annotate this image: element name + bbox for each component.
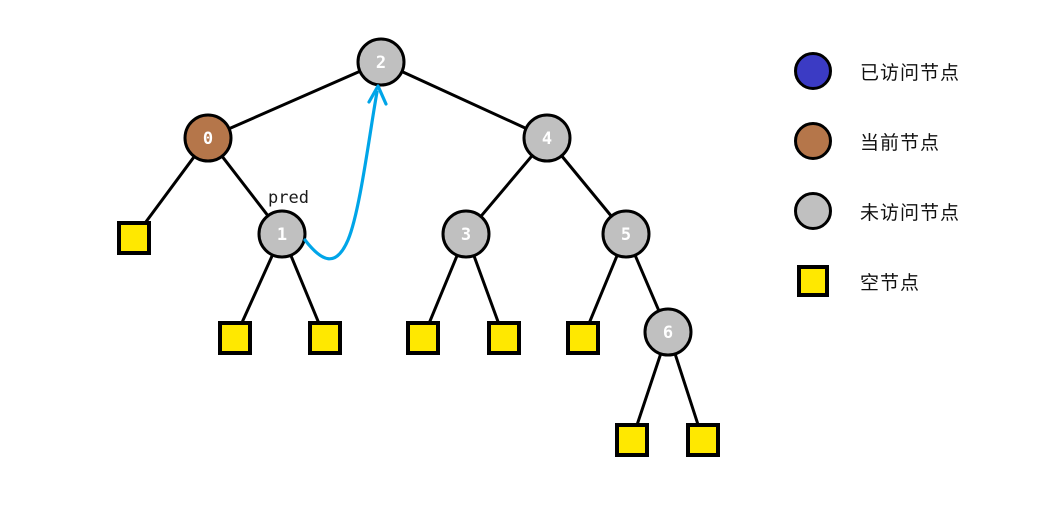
tree-edge bbox=[288, 252, 322, 327]
empty-node-square bbox=[566, 321, 600, 355]
legend-label: 空节点 bbox=[860, 271, 921, 294]
legend-label: 未访问节点 bbox=[860, 201, 961, 224]
legend-swatch-current-icon bbox=[794, 122, 832, 160]
tree-edge bbox=[226, 69, 363, 131]
pred-arrow-head bbox=[367, 84, 388, 106]
tree-edge bbox=[478, 153, 535, 219]
legend-swatch-container bbox=[790, 122, 836, 160]
legend-swatch-container bbox=[790, 52, 836, 90]
tree-edge bbox=[559, 153, 614, 219]
tree-node-3: 3 bbox=[441, 209, 491, 259]
node-circle bbox=[356, 37, 406, 87]
tree-node-4: 4 bbox=[522, 113, 572, 163]
node-value-label: 3 bbox=[461, 225, 471, 245]
node-circle bbox=[522, 113, 572, 163]
tree-node-1: 1 bbox=[257, 209, 307, 259]
tree-edge bbox=[140, 154, 197, 229]
pred-label: pred bbox=[268, 188, 309, 208]
node-value-label: 1 bbox=[277, 225, 287, 245]
node-value-label: 5 bbox=[621, 225, 631, 245]
tree-edge bbox=[634, 351, 663, 429]
node-circle bbox=[643, 307, 693, 357]
node-value-label: 4 bbox=[542, 129, 552, 149]
legend-item-unvisited: 未访问节点 bbox=[790, 176, 1040, 246]
legend-label: 当前节点 bbox=[860, 131, 941, 154]
pred-arrow-curve bbox=[303, 90, 379, 261]
empty-node-square bbox=[615, 423, 649, 457]
empty-node-square bbox=[218, 321, 252, 355]
legend-swatch-unvisited-icon bbox=[794, 192, 832, 230]
empty-node-square bbox=[117, 221, 151, 255]
legend-item-empty: 空节点 bbox=[790, 246, 1040, 316]
tree-edge bbox=[426, 252, 460, 327]
empty-node-square bbox=[686, 423, 720, 457]
tree-edge bbox=[399, 69, 529, 131]
tree-node-6: 6 bbox=[643, 307, 693, 357]
node-value-label: 2 bbox=[376, 53, 386, 73]
legend-swatch-visited-icon bbox=[794, 52, 832, 90]
tree-node-0: 0 bbox=[183, 113, 233, 163]
tree-edge bbox=[239, 252, 275, 327]
legend-item-current: 当前节点 bbox=[790, 106, 1040, 176]
tree-edge bbox=[472, 253, 501, 327]
legend-label: 已访问节点 bbox=[860, 61, 961, 84]
tree-edges bbox=[140, 69, 701, 429]
node-value-label: 6 bbox=[663, 323, 673, 343]
tree-edge bbox=[219, 153, 271, 219]
legend: 已访问节点当前节点未访问节点空节点 bbox=[790, 36, 1040, 316]
tree-edge bbox=[673, 351, 701, 429]
legend-swatch-container bbox=[790, 265, 836, 297]
tree-edge bbox=[633, 252, 661, 314]
tree-node-2: 2 bbox=[356, 37, 406, 87]
tree-edge bbox=[586, 252, 620, 327]
tree-node-5: 5 bbox=[601, 209, 651, 259]
legend-item-visited: 已访问节点 bbox=[790, 36, 1040, 106]
legend-swatch-empty-icon bbox=[797, 265, 829, 297]
node-circle bbox=[183, 113, 233, 163]
empty-node-square bbox=[487, 321, 521, 355]
empty-node-square bbox=[406, 321, 440, 355]
node-circle bbox=[257, 209, 307, 259]
tree-nodes: 2 0 4 1 3 5 6 bbox=[183, 37, 693, 357]
legend-swatch-container bbox=[790, 192, 836, 230]
empty-node-square bbox=[308, 321, 342, 355]
node-value-label: 0 bbox=[203, 129, 213, 149]
node-circle bbox=[441, 209, 491, 259]
empty-nodes bbox=[117, 221, 720, 457]
pred-arrow bbox=[303, 84, 388, 261]
node-circle bbox=[601, 209, 651, 259]
